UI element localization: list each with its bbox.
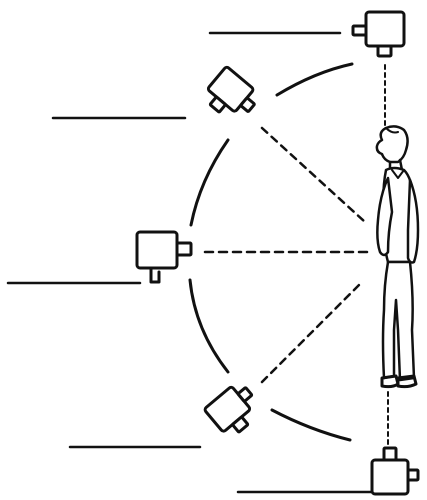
arc-segment-1: [275, 62, 354, 97]
camera-low-angle-icon: [203, 385, 254, 434]
sight-line-high-angle: [260, 126, 367, 224]
standing-person-figure: [375, 125, 420, 389]
arc-segment-4: [270, 408, 352, 442]
camera-eye-level-icon: [135, 230, 193, 284]
arc-segment-3: [188, 278, 230, 374]
camera-arc: [188, 62, 354, 442]
label-lines: [6, 31, 374, 494]
sight-line-low-angle: [260, 280, 364, 384]
camera-high-angle-icon: [206, 65, 256, 114]
camera-overhead-icon: [351, 10, 406, 58]
camera-ground-level-icon: [370, 446, 420, 496]
arc-segment-2: [189, 138, 230, 227]
sight-lines: [203, 64, 389, 447]
